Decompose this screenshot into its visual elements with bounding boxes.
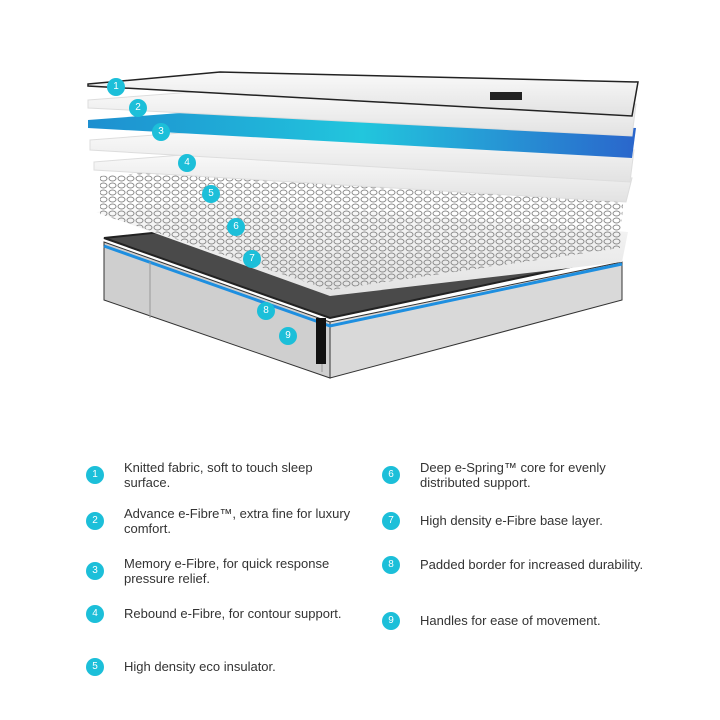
legend-badge: 1 xyxy=(86,466,104,484)
legend-text: High density eco insulator. xyxy=(124,659,276,674)
badge-4: 4 xyxy=(178,154,196,172)
badge-9: 9 xyxy=(279,327,297,345)
layer-3-memory xyxy=(88,110,636,158)
legend-badge: 8 xyxy=(382,555,400,574)
badge-3: 3 xyxy=(152,123,170,141)
legend-badge: 5 xyxy=(86,657,104,676)
legend-badge: 2 xyxy=(86,512,104,530)
badge-7: 7 xyxy=(243,250,261,268)
legend-text: Handles for ease of movement. xyxy=(420,613,601,628)
legend-item-4: 4 Rebound e-Fibre, for contour support. xyxy=(86,604,354,623)
legend-text: Knitted fabric, soft to touch sleep surf… xyxy=(124,460,313,490)
legend-item-5: 5 High density eco insulator. xyxy=(86,657,354,676)
legend-text: Padded border for increased durability. xyxy=(420,557,644,572)
legend-badge: 4 xyxy=(86,604,104,623)
legend-badge: 6 xyxy=(382,466,400,484)
badge-6: 6 xyxy=(227,218,245,236)
layer-1-knitted xyxy=(87,71,639,117)
badge-8: 8 xyxy=(257,302,275,320)
legend-text: Rebound e-Fibre, for contour support. xyxy=(124,606,342,621)
legend-text: Memory e-Fibre, for quick response press… xyxy=(124,556,330,586)
legend-item-8: 8 Padded border for increased durability… xyxy=(382,555,650,574)
legend-text: Advance e-Fibre™, extra fine for luxury … xyxy=(124,506,351,536)
legend-badge: 9 xyxy=(382,611,400,630)
badge-1: 1 xyxy=(107,78,125,96)
spring-core xyxy=(100,168,624,290)
mattress-exploded-illustration xyxy=(87,71,639,379)
legend-item-6: 6 Deep e-Spring™ core for evenly distrib… xyxy=(382,460,650,490)
badge-5: 5 xyxy=(202,185,220,203)
legend-text: Deep e-Spring™ core for evenly distribut… xyxy=(420,460,606,490)
legend-badge: 3 xyxy=(86,562,104,580)
legend-item-1: 1 Knitted fabric, soft to touch sleep su… xyxy=(86,460,354,490)
legend-item-7: 7 High density e-Fibre base layer. xyxy=(382,511,650,530)
legend-badge: 7 xyxy=(382,511,400,530)
legend-item-9: 9 Handles for ease of movement. xyxy=(382,611,650,630)
badge-2: 2 xyxy=(129,99,147,117)
legend-item-3: 3 Memory e-Fibre, for quick response pre… xyxy=(86,556,354,586)
legend-item-2: 2 Advance e-Fibre™, extra fine for luxur… xyxy=(86,506,354,536)
legend-text: High density e-Fibre base layer. xyxy=(420,513,603,528)
